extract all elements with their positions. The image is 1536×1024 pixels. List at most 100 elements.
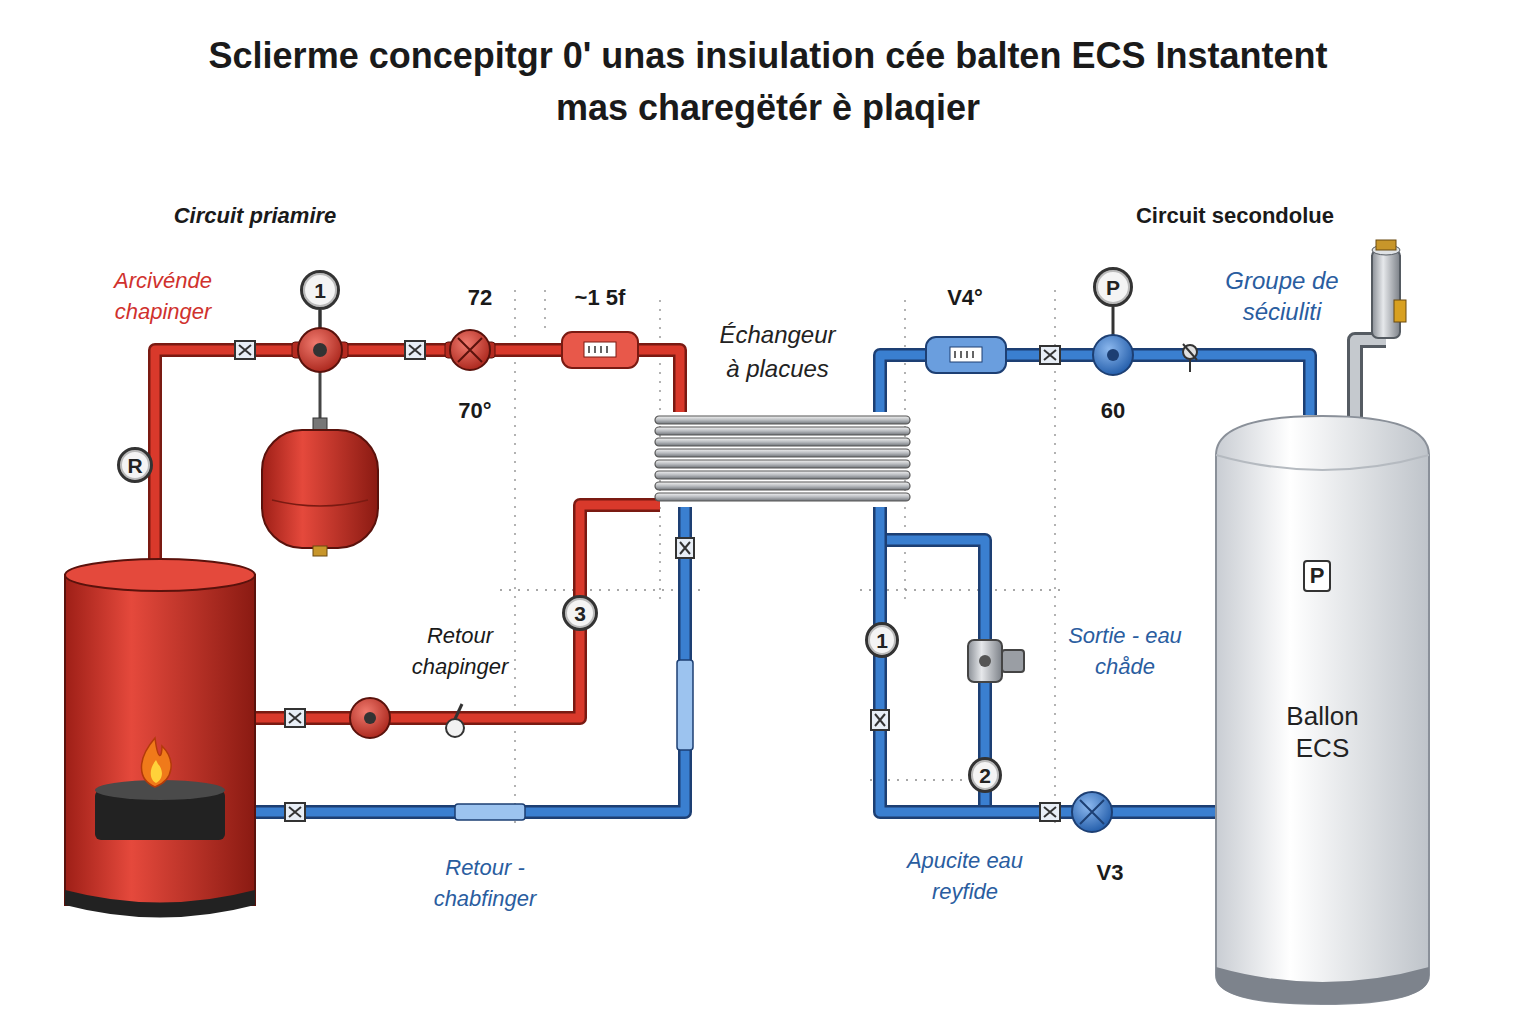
union-fitting — [405, 341, 425, 359]
union-fitting — [676, 538, 694, 558]
valve-red — [445, 330, 495, 370]
construction-lines — [1054, 290, 1055, 830]
pipe-core — [880, 507, 1215, 812]
safety-group — [1376, 240, 1396, 250]
meter-red — [562, 332, 638, 368]
diagram-label: Retour - chabfinger — [428, 852, 542, 914]
valve-red-return — [350, 698, 464, 738]
exchanger-plate — [655, 438, 910, 446]
valve-blue — [1093, 335, 1133, 375]
primary-return-pipe-blue — [255, 507, 685, 812]
tank-base — [1216, 967, 1429, 1004]
component-name: Échangeur à placues — [710, 318, 845, 386]
construction-lines — [544, 290, 545, 330]
construction-lines — [860, 589, 1060, 590]
pipe-sleeve — [455, 804, 525, 820]
safety-group — [1372, 250, 1400, 338]
union-fitting — [1044, 350, 1056, 360]
exchanger-plate — [655, 493, 910, 501]
valve-red-return — [455, 704, 462, 719]
bypass-valve — [968, 640, 1024, 682]
valve-red-return — [364, 712, 376, 724]
union-fitting — [409, 345, 421, 355]
union-fitting — [285, 709, 305, 727]
diagram-label: Apucite eau reyfide — [903, 845, 1027, 907]
tank-top-rim — [1216, 455, 1429, 470]
pipe-outline — [880, 507, 1215, 812]
boiler — [65, 575, 255, 905]
gauge-callout: 1 — [865, 622, 899, 658]
union-fitting — [289, 807, 301, 817]
union-fitting — [289, 713, 301, 723]
meter-blue — [926, 337, 1006, 373]
union-fitting — [871, 710, 889, 730]
union-fitting — [680, 542, 690, 554]
gauge-callout: 3 — [562, 595, 598, 631]
callout-number: P — [1106, 277, 1120, 298]
union-fitting — [405, 341, 425, 359]
union-fitting — [285, 709, 305, 727]
diagram-label: V3 — [1080, 857, 1140, 888]
union-fitting — [235, 341, 255, 359]
meter-red — [562, 332, 638, 368]
expansion-vessel — [262, 430, 378, 548]
exchanger-plate — [655, 449, 910, 457]
diagram-label: Groupe de séciuliti — [1198, 265, 1366, 327]
exchanger-plate — [655, 460, 910, 468]
primary-return-pipe-blue — [255, 507, 685, 812]
gauge-callout: 2 — [968, 757, 1002, 793]
union-fitting — [239, 345, 251, 355]
diagram-label: Sortie - eau chåde — [1068, 620, 1182, 682]
valve-red — [458, 338, 482, 362]
plate-exchanger: Échangeur à placues — [655, 412, 910, 507]
valve-red-return — [350, 698, 390, 738]
bypass-valve — [1002, 650, 1024, 672]
diagram-label: Arcivénde chapinger — [88, 265, 238, 327]
safety-group — [1394, 300, 1406, 322]
union-fitting — [871, 710, 889, 730]
meter-blue — [955, 351, 973, 358]
safety-pipe — [1355, 340, 1386, 425]
secondary-pipe — [880, 507, 1215, 812]
exchanger-plate — [655, 427, 910, 435]
callout-number: 1 — [876, 630, 888, 651]
valve-blue — [1093, 307, 1133, 375]
valve-v3 — [1080, 800, 1104, 824]
tank-badge: P — [1303, 560, 1331, 592]
diagram-label: ~1 5f — [550, 282, 650, 313]
gauge-valve-red — [313, 343, 327, 357]
union-fitting — [285, 803, 305, 821]
exchanger-plate — [655, 471, 910, 479]
pipe-sleeve — [455, 660, 693, 820]
callout-number: 2 — [979, 765, 991, 786]
construction-lines — [514, 290, 515, 830]
primary-return-pipe-blue — [255, 507, 685, 812]
valve-v3 — [1072, 792, 1112, 832]
pipe-sleeve — [677, 660, 693, 750]
plate-stack — [655, 412, 910, 507]
diagram-label: 60 — [1083, 395, 1143, 426]
expansion-vessel — [313, 546, 327, 556]
diagram-label: Circuit secondolue — [1080, 200, 1390, 231]
union-fitting — [285, 803, 305, 821]
boiler — [141, 738, 171, 787]
drain-tap — [1183, 344, 1197, 372]
union-fitting — [1040, 346, 1060, 364]
callout-number: 1 — [314, 280, 326, 301]
union-fitting — [1040, 803, 1060, 821]
valve-red — [450, 330, 490, 370]
union-fitting — [1040, 803, 1060, 821]
meter-red — [584, 342, 616, 357]
drain-tap — [1183, 344, 1197, 372]
primary-supply-pipe — [155, 350, 680, 565]
gauge-valve-red — [292, 310, 348, 372]
boiler — [65, 559, 255, 918]
union-fitting — [676, 538, 694, 558]
gauge-callout: P — [1093, 267, 1133, 307]
gauge-valve-red — [298, 328, 342, 372]
boiler — [151, 760, 162, 783]
boiler — [65, 559, 255, 591]
construction-lines — [500, 589, 700, 590]
gauge-callout: R — [117, 447, 153, 483]
expansion-vessel — [262, 310, 378, 556]
